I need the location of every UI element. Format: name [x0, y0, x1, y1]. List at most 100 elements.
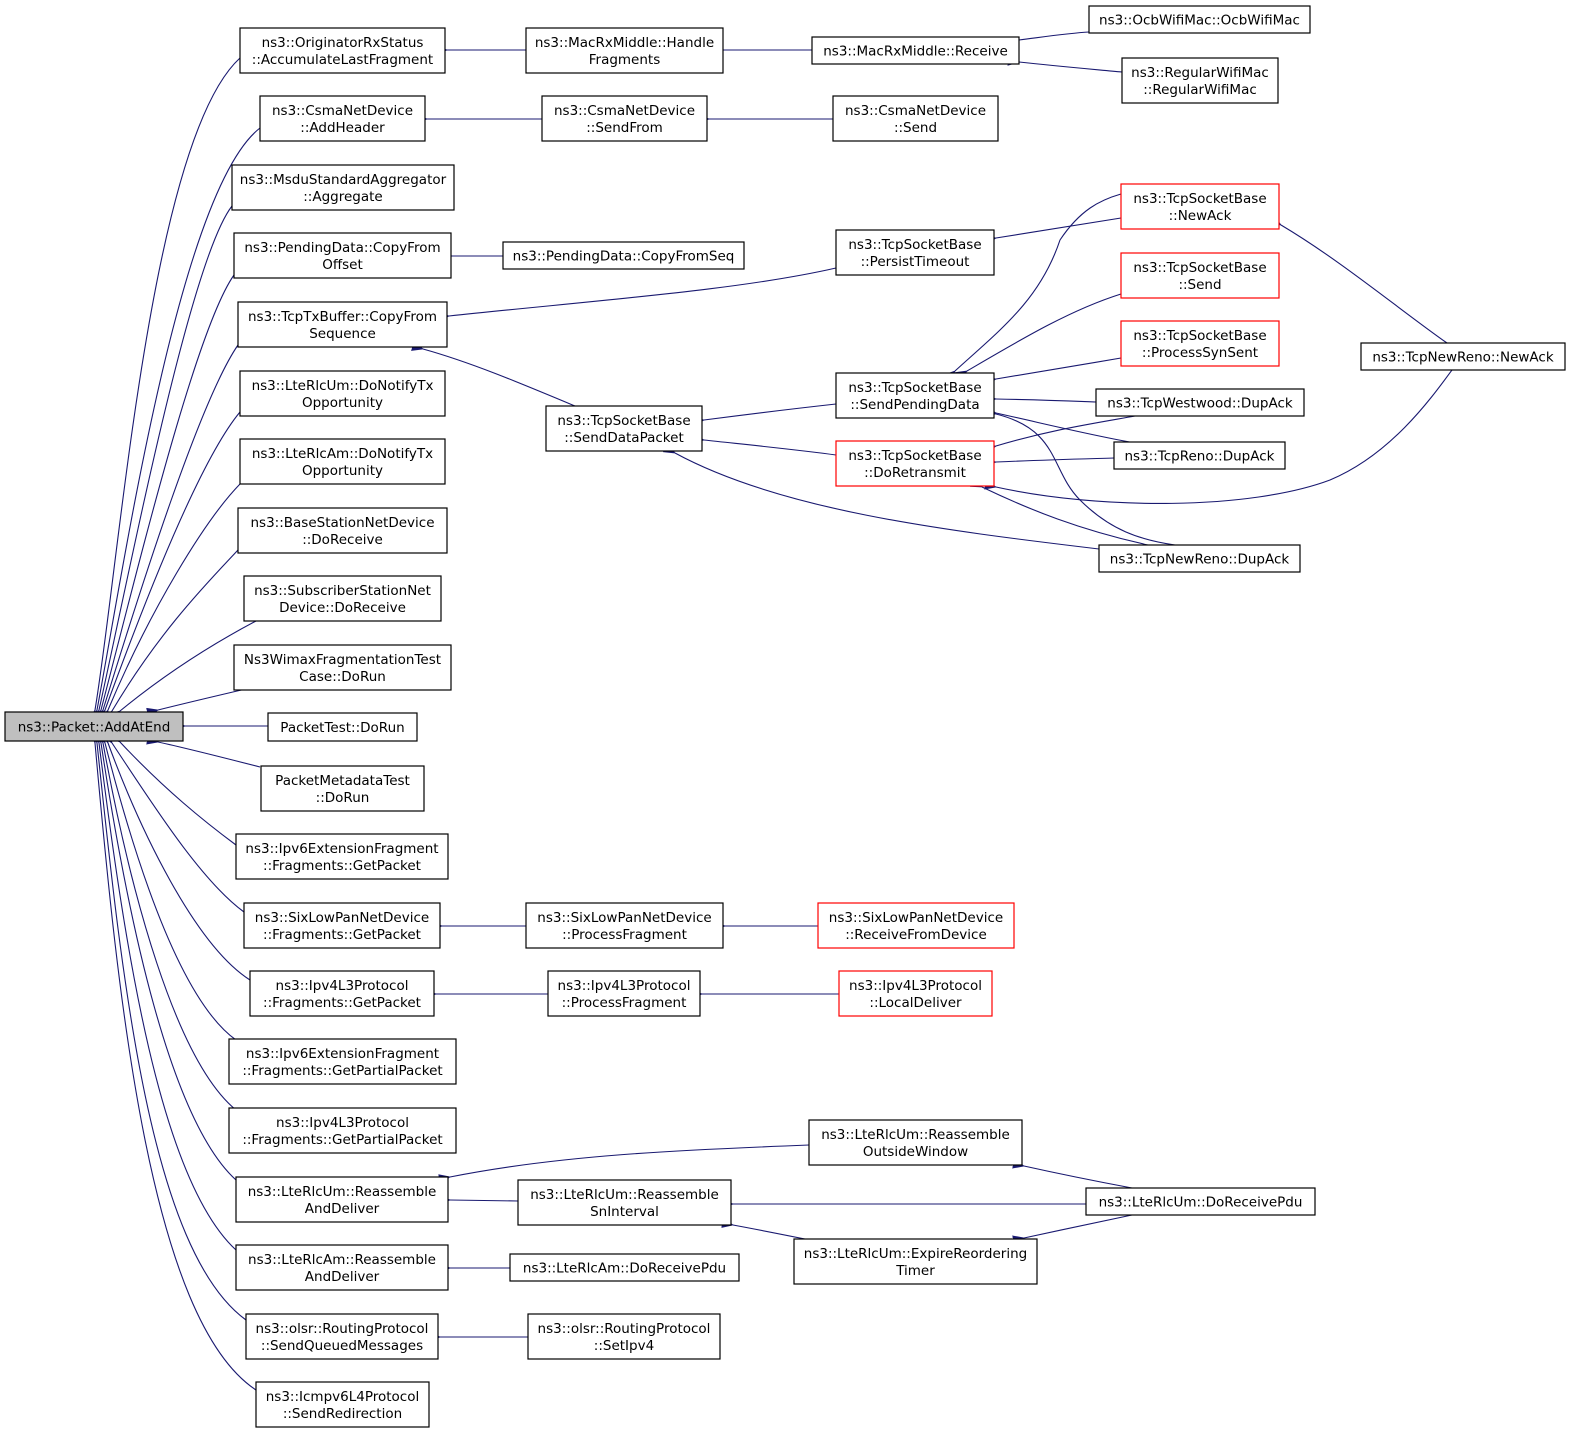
graph-node[interactable]: ns3::PendingData::CopyFromSeq — [502, 241, 745, 270]
node-label: ns3::LteRlcUm::DoReceivePdu — [1099, 1195, 1303, 1211]
graph-node[interactable]: ns3::CsmaNetDevice::AddHeader — [259, 95, 426, 142]
graph-node[interactable]: ns3::Ipv6ExtensionFragment::Fragments::G… — [235, 833, 449, 880]
graph-node[interactable]: ns3::LteRlcUm::DoReceivePdu — [1085, 1187, 1316, 1216]
edge-line — [1012, 1214, 1133, 1246]
graph-node[interactable]: ns3::TcpWestwood::DupAck — [1095, 388, 1305, 417]
graph-node[interactable]: ns3::CsmaNetDevice::SendFrom — [541, 95, 708, 142]
node-box — [235, 1176, 449, 1223]
node-label: ns3::LteRlcUm::ExpireReordering — [804, 1246, 1027, 1262]
node-label: ns3::CsmaNetDevice — [845, 103, 986, 119]
graph-node[interactable]: ns3::SixLowPanNetDevice::ProcessFragment — [525, 902, 724, 949]
graph-node[interactable]: ns3::TcpSocketBase::PersistTimeout — [835, 229, 995, 276]
node-label: OutsideWindow — [863, 1144, 968, 1160]
node-label: ns3::LteRlcAm::DoNotifyTx — [252, 446, 433, 462]
node-box — [502, 241, 745, 270]
node-label: ::Fragments::GetPacket — [263, 927, 421, 943]
node-box — [835, 229, 995, 276]
graph-node[interactable]: ns3::OcbWifiMac::OcbWifiMac — [1088, 5, 1311, 34]
graph-node[interactable]: ns3::Ipv4L3Protocol::LocalDeliver — [838, 970, 993, 1017]
edge-line — [90, 731, 247, 1321]
graph-node[interactable]: ns3::TcpSocketBase::SendDataPacket — [545, 405, 703, 452]
edge-line — [692, 403, 837, 427]
edge-n39-to-n32 — [984, 369, 1453, 505]
graph-node[interactable]: ns3::Icmpv6L4Protocol::SendRedirection — [255, 1381, 430, 1428]
graph-node[interactable]: ns3::TcpSocketBase::NewAck — [1120, 183, 1280, 230]
node-label: ::ProcessFragment — [562, 927, 687, 943]
edge-line — [1012, 1158, 1133, 1189]
edge-line — [94, 731, 237, 1181]
node-label: Case::DoRun — [299, 669, 386, 685]
graph-node[interactable]: ns3::SubscriberStationNetDevice::DoRecei… — [243, 575, 442, 622]
graph-node[interactable]: ns3::TcpReno::DupAck — [1113, 441, 1286, 470]
edge-line — [1007, 31, 1090, 47]
edge-n20-to-n0 — [90, 731, 247, 1321]
node-label: ns3::SixLowPanNetDevice — [829, 910, 1003, 926]
node-label: ns3::OriginatorRxStatus — [262, 35, 424, 51]
graph-node[interactable]: ns3::RegularWifiMac::RegularWifiMac — [1121, 57, 1279, 104]
edge-n6-to-n0 — [96, 411, 241, 723]
graph-node[interactable]: ns3::LteRlcAm::DoReceivePdu — [509, 1253, 740, 1282]
graph-node[interactable]: ns3::TcpSocketBase::ProcessSynSent — [1120, 320, 1280, 367]
edge-n44-to-n18 — [438, 1144, 810, 1185]
graph-node[interactable]: ns3::MsduStandardAggregator::Aggregate — [231, 164, 455, 211]
graph-node[interactable]: ns3::Ipv4L3Protocol::Fragments::GetParti… — [228, 1107, 457, 1154]
graph-node[interactable]: ns3::OriginatorRxStatus::AccumulateLastF… — [239, 27, 446, 74]
node-box — [228, 1038, 457, 1085]
graph-node[interactable]: ns3::CsmaNetDevice::Send — [832, 95, 999, 142]
node-label: ns3::Ipv4L3Protocol — [276, 1115, 409, 1131]
edge-n12-to-n0 — [146, 734, 261, 768]
graph-node[interactable]: ns3::BaseStationNetDevice::DoReceive — [237, 507, 448, 554]
node-label: ::ProcessFragment — [562, 995, 687, 1011]
edge-n29-to-n5 — [437, 267, 837, 323]
node-label: ns3::PendingData::CopyFromSeq — [513, 249, 735, 265]
node-box — [817, 902, 1015, 949]
node-box — [4, 711, 184, 742]
graph-node[interactable]: ns3::SixLowPanNetDevice::Fragments::GetP… — [243, 902, 441, 949]
node-label: ns3::TcpSocketBase — [1133, 191, 1266, 207]
edge-line — [984, 369, 1453, 505]
graph-node[interactable]: PacketTest::DoRun — [267, 712, 418, 742]
graph-node[interactable]: ns3::olsr::RoutingProtocol::SendQueuedMe… — [245, 1313, 439, 1360]
graph-node[interactable]: ns3::TcpNewReno::DupAck — [1098, 544, 1301, 573]
node-label: ::Aggregate — [303, 189, 382, 205]
node-box — [235, 1244, 449, 1291]
edge-line — [92, 731, 237, 1251]
node-label: ns3::Ipv6ExtensionFragment — [245, 841, 438, 857]
node-box — [811, 36, 1020, 65]
edge-n7-to-n0 — [99, 483, 241, 723]
graph-node[interactable]: ns3::MacRxMiddle::Receive — [811, 36, 1020, 65]
edge-n31-to-n30 — [692, 403, 837, 427]
graph-node[interactable]: ns3::TcpSocketBase::SendPendingData — [835, 372, 995, 419]
node-label: ns3::CsmaNetDevice — [272, 103, 413, 119]
graph-node[interactable]: ns3::olsr::RoutingProtocol::SetIpv4 — [527, 1313, 721, 1360]
graph-node[interactable]: ns3::SixLowPanNetDevice::ReceiveFromDevi… — [817, 902, 1015, 949]
graph-node[interactable]: ns3::TcpSocketBase::DoRetransmit — [835, 440, 995, 487]
graph-node[interactable]: ns3::Ipv4L3Protocol::ProcessFragment — [547, 970, 701, 1017]
node-box — [525, 902, 724, 949]
graph-node[interactable]: PacketMetadataTest::DoRun — [260, 765, 425, 812]
node-label: Opportunity — [302, 463, 383, 479]
edge-n10-to-n0 — [146, 687, 251, 718]
graph-node[interactable]: ns3::TcpNewReno::NewAck — [1360, 342, 1566, 371]
edge-line — [97, 731, 237, 1041]
node-label: ::DoRun — [316, 790, 370, 806]
node-label: ns3::LteRlcUm::Reassemble — [248, 1184, 437, 1200]
edges-layer — [88, 31, 1453, 1391]
node-label: AndDeliver — [305, 1269, 380, 1285]
graph-node[interactable]: ns3::Ipv6ExtensionFragment::Fragments::G… — [228, 1038, 457, 1085]
graph-node[interactable]: ns3::TcpSocketBase::Send — [1120, 252, 1280, 299]
graph-node[interactable]: ns3::Ipv4L3Protocol::Fragments::GetPacke… — [249, 970, 435, 1017]
edge-line — [146, 687, 251, 718]
node-label: ::SendQueuedMessages — [261, 1338, 423, 1354]
